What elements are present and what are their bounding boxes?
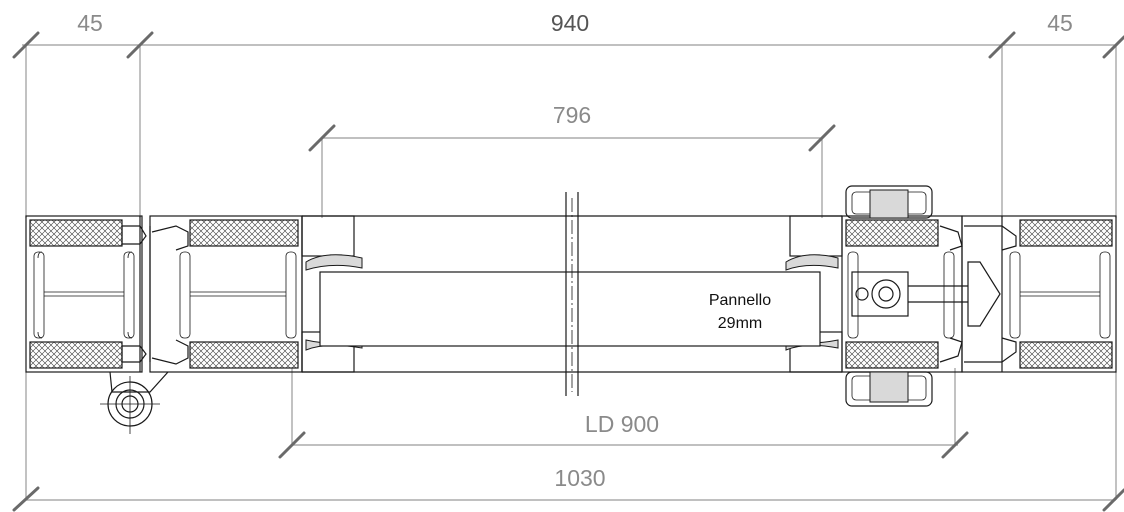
left-sash-profile — [149, 215, 303, 373]
handle-rosette-top — [845, 185, 933, 219]
panel-label-line1: Pannello — [709, 292, 771, 309]
dim-clear-opening-label: LD 900 — [585, 411, 659, 437]
dimension-top-row: 45 940 45 — [12, 10, 1124, 218]
dim-tick — [988, 31, 1016, 59]
dim-tick — [278, 431, 306, 459]
dimension-panel-row: 796 — [308, 102, 836, 218]
dim-right-frame-label: 45 — [1047, 10, 1073, 36]
door-panel — [301, 192, 843, 396]
dim-tick — [12, 486, 40, 512]
handle-rosette-bottom — [845, 371, 933, 407]
dim-panel-width-label: 796 — [553, 102, 591, 128]
right-frame-profile — [961, 215, 1117, 373]
dim-tick — [941, 431, 969, 459]
dim-overall-bottom-label: 1030 — [554, 465, 605, 491]
panel-label-line2: 29mm — [718, 315, 762, 332]
dim-left-frame-label: 45 — [77, 10, 103, 36]
hinge-detail — [100, 371, 169, 434]
dim-tick — [126, 31, 154, 59]
dim-tick — [12, 31, 40, 59]
dim-overall-top-label: 940 — [551, 10, 589, 36]
dimension-clear-opening-row: LD 900 — [278, 368, 969, 459]
left-frame-profile — [25, 215, 151, 373]
dim-tick — [808, 124, 836, 152]
dimension-bottom-row: 1030 — [12, 372, 1124, 512]
dim-tick — [1102, 488, 1124, 512]
dim-tick — [1102, 35, 1124, 59]
dim-tick — [308, 124, 336, 152]
lock-mechanism — [851, 261, 1001, 327]
right-sash-profile — [841, 215, 963, 373]
